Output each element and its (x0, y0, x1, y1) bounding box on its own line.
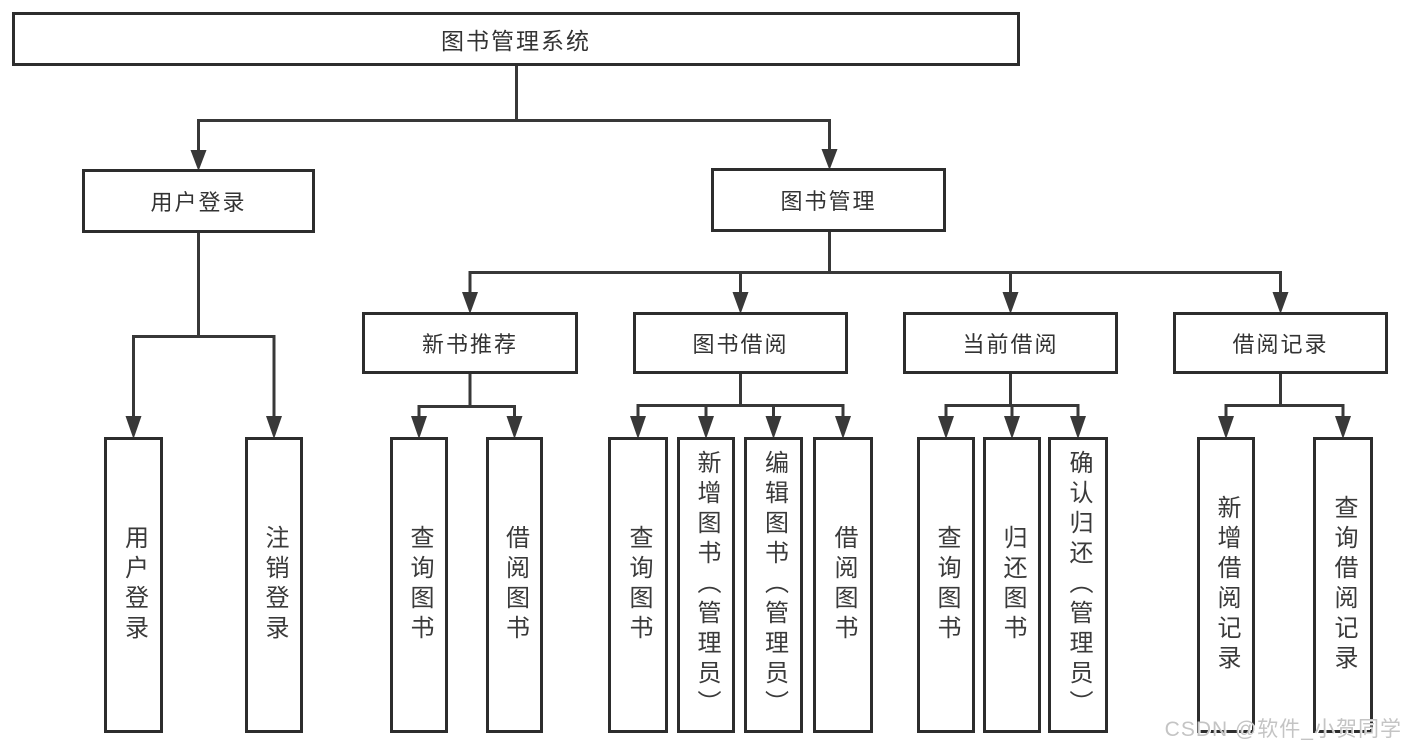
arrowhead (821, 149, 838, 170)
arrowhead (765, 416, 782, 439)
arrowhead (506, 416, 523, 439)
arrowhead (1272, 292, 1289, 314)
connector-root (190, 64, 838, 171)
arrowhead (630, 416, 646, 439)
node-leaf-return-book: 归还图书 (983, 437, 1041, 733)
arrowhead (266, 416, 282, 439)
node-leaf-edit-book-admin: 编辑图书（管理员） (744, 437, 803, 733)
node-leaf-query-borrow-record: 查询借阅记录 (1313, 437, 1373, 733)
node-leaf-query-book-3: 查询图书 (917, 437, 975, 733)
connector-book-management (462, 230, 1289, 314)
arrowhead (190, 150, 207, 171)
node-leaf-borrow-book-1: 借阅图书 (486, 437, 543, 733)
arrowhead (462, 292, 478, 314)
connector-book-borrow (630, 372, 851, 439)
node-leaf-query-book-1: 查询图书 (390, 437, 448, 733)
connector-borrow-record (1218, 372, 1351, 439)
node-leaf-add-borrow-record: 新增借阅记录 (1197, 437, 1255, 733)
arrowhead (938, 416, 954, 439)
node-borrow-record: 借阅记录 (1173, 312, 1388, 374)
node-leaf-confirm-return-admin: 确认归还（管理员） (1048, 437, 1108, 733)
csdn-watermark: CSDN @软件_小贺同学 (1164, 718, 1402, 741)
arrowhead (411, 416, 427, 439)
node-root: 图书管理系统 (12, 12, 1020, 66)
connector-user-login (125, 231, 282, 439)
node-book-management: 图书管理 (711, 168, 946, 232)
node-current-borrow: 当前借阅 (903, 312, 1118, 374)
node-user-login: 用户登录 (82, 169, 315, 233)
arrowhead (1002, 292, 1019, 314)
arrowhead (835, 416, 851, 439)
node-leaf-borrow-book-2: 借阅图书 (813, 437, 873, 733)
arrowhead (732, 292, 749, 314)
node-book-borrow: 图书借阅 (633, 312, 848, 374)
node-new-book-recommend: 新书推荐 (362, 312, 578, 374)
node-leaf-add-book-admin: 新增图书（管理员） (677, 437, 735, 733)
connector-current-borrow (938, 372, 1086, 439)
node-leaf-logout: 注销登录 (245, 437, 303, 733)
arrowhead (1218, 416, 1234, 439)
connector-new-book-recommend (411, 372, 523, 439)
arrowhead (1335, 416, 1351, 439)
arrowhead (698, 416, 714, 439)
arrowhead (1070, 416, 1086, 439)
arrowhead (1004, 416, 1020, 439)
arrowhead (125, 416, 142, 439)
node-leaf-user-login: 用户登录 (104, 437, 163, 733)
node-leaf-query-book-2: 查询图书 (608, 437, 668, 733)
